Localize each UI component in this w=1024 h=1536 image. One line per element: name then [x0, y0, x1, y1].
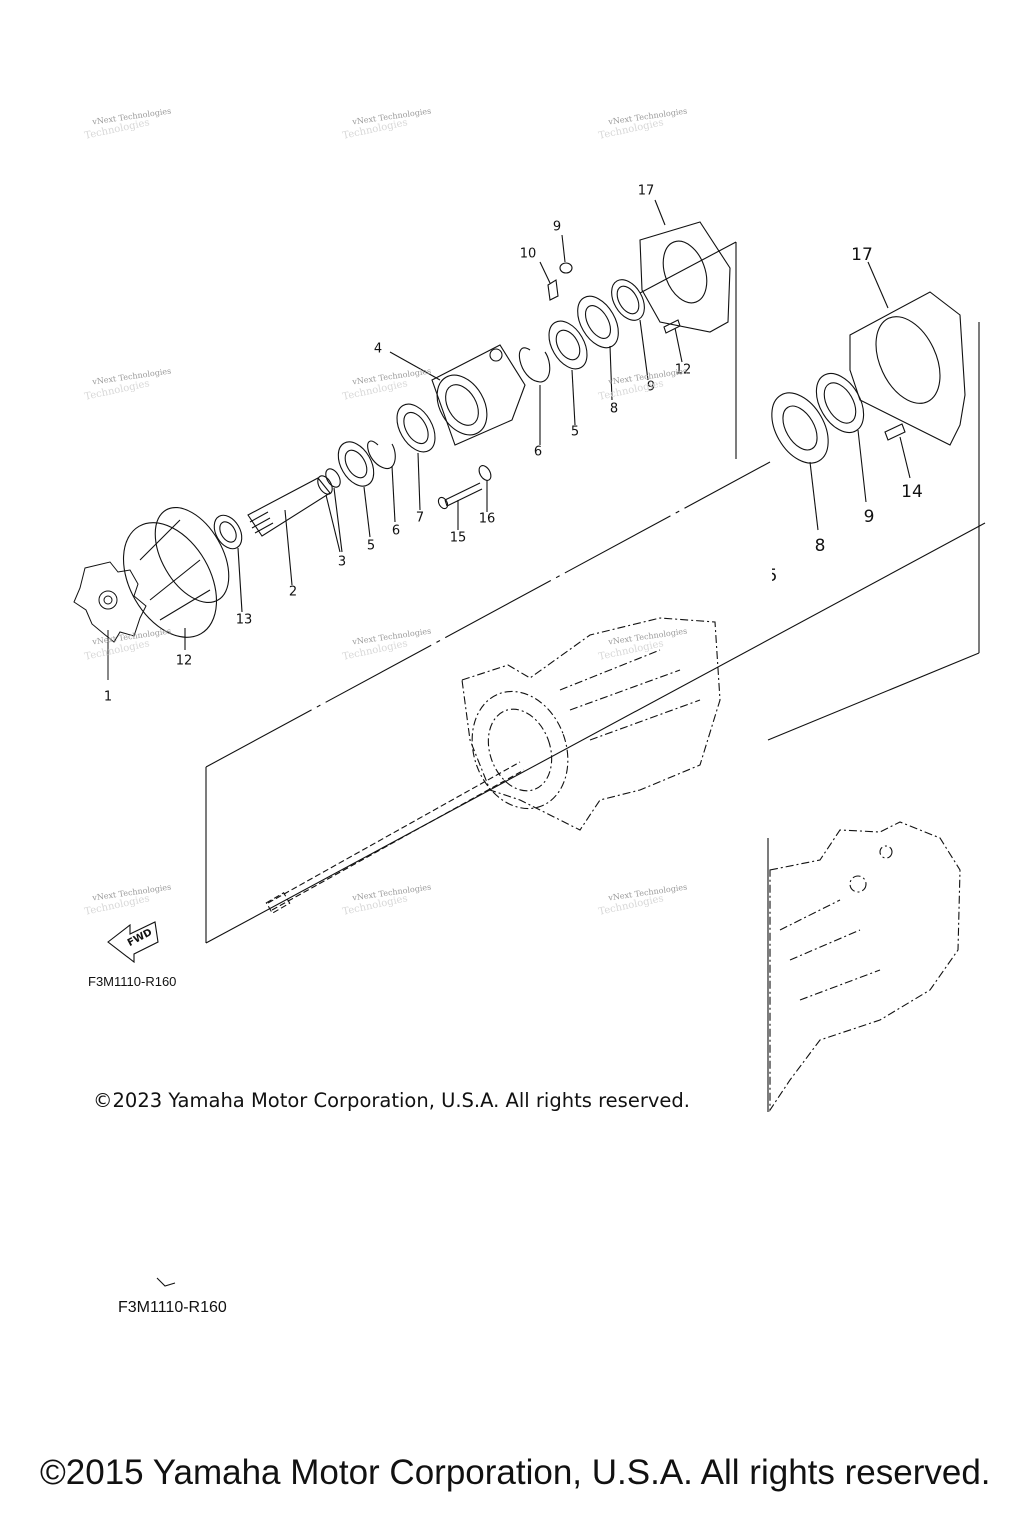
- inset-part-14-pin: [884, 423, 911, 479]
- label-part-9: 9: [646, 379, 656, 395]
- part-8-bearing: [577, 295, 619, 401]
- fwd-arrow: [107, 921, 159, 964]
- frame-line: [205, 522, 986, 944]
- inset-label-part-9: 9: [863, 507, 875, 527]
- label-part-7: 7: [415, 510, 425, 526]
- label-part-5-right: 5: [570, 424, 580, 440]
- inset-jet-housing: [769, 821, 961, 1112]
- label-part-14: 12: [674, 362, 692, 378]
- part-6-circlip-right: [518, 347, 551, 445]
- drawing-code: F3M1110-R160: [88, 974, 177, 989]
- label-part-13: 13: [235, 612, 253, 628]
- part-4-housing: [389, 344, 526, 446]
- label-part-3: 3: [337, 554, 347, 570]
- part-12-coupling: [122, 506, 230, 650]
- inset-label-part-5: 5: [766, 566, 778, 586]
- part-3-orings: [317, 468, 343, 553]
- label-part-8: 8: [609, 401, 619, 417]
- label-part-5-left: 5: [366, 538, 376, 554]
- orientation-tick: [156, 1277, 176, 1287]
- label-part-10: 10: [519, 246, 537, 262]
- label-part-6-right: 6: [533, 444, 543, 460]
- part-15-bolt: [437, 482, 483, 530]
- part-2-shaft: [247, 477, 331, 586]
- part-10-nipple: [539, 261, 559, 301]
- inset-part-8-bearing: [771, 392, 829, 531]
- inset-label-part-14: 14: [901, 482, 923, 502]
- part-5-bearing: [337, 441, 375, 538]
- part-11-cap: [559, 234, 573, 274]
- part-1-impeller: [73, 561, 147, 680]
- part-5-bearing-right: [548, 320, 588, 426]
- inset-label-part-17: 17: [851, 245, 873, 265]
- drawing-code-lower: F3M1110-R160: [118, 1299, 227, 1316]
- inset-frame-line: [767, 652, 980, 741]
- inset-part-17-cover: [849, 261, 966, 446]
- inset-part-9-seal: [815, 372, 867, 503]
- part-9-seal: [611, 279, 649, 381]
- label-part-6-left: 6: [391, 523, 401, 539]
- drive-shaft: [265, 761, 525, 914]
- label-part-15: 15: [449, 530, 467, 546]
- copyright-2015: ©2015 Yamaha Motor Corporation, U.S.A. A…: [40, 1453, 991, 1492]
- frame-line: [205, 461, 771, 768]
- label-part-16: 16: [478, 511, 496, 527]
- inset-label-part-8: 8: [814, 536, 826, 556]
- label-part-17: 17: [637, 183, 655, 199]
- part-17-cover: [639, 199, 731, 333]
- part-6-circlip: [367, 440, 396, 523]
- part-7-seal: [396, 403, 436, 511]
- jet-unit-housing: [461, 617, 721, 831]
- part-13-washer: [213, 514, 243, 613]
- label-part-12: 12: [175, 653, 193, 669]
- copyright-2023: ©2023 Yamaha Motor Corporation, U.S.A. A…: [93, 1089, 690, 1112]
- label-part-11: 9: [552, 219, 562, 235]
- frame-line: [639, 241, 737, 294]
- label-part-1: 1: [103, 689, 113, 705]
- label-part-2: 2: [288, 584, 298, 600]
- part-16-washer: [478, 465, 492, 512]
- label-part-4: 4: [373, 341, 383, 357]
